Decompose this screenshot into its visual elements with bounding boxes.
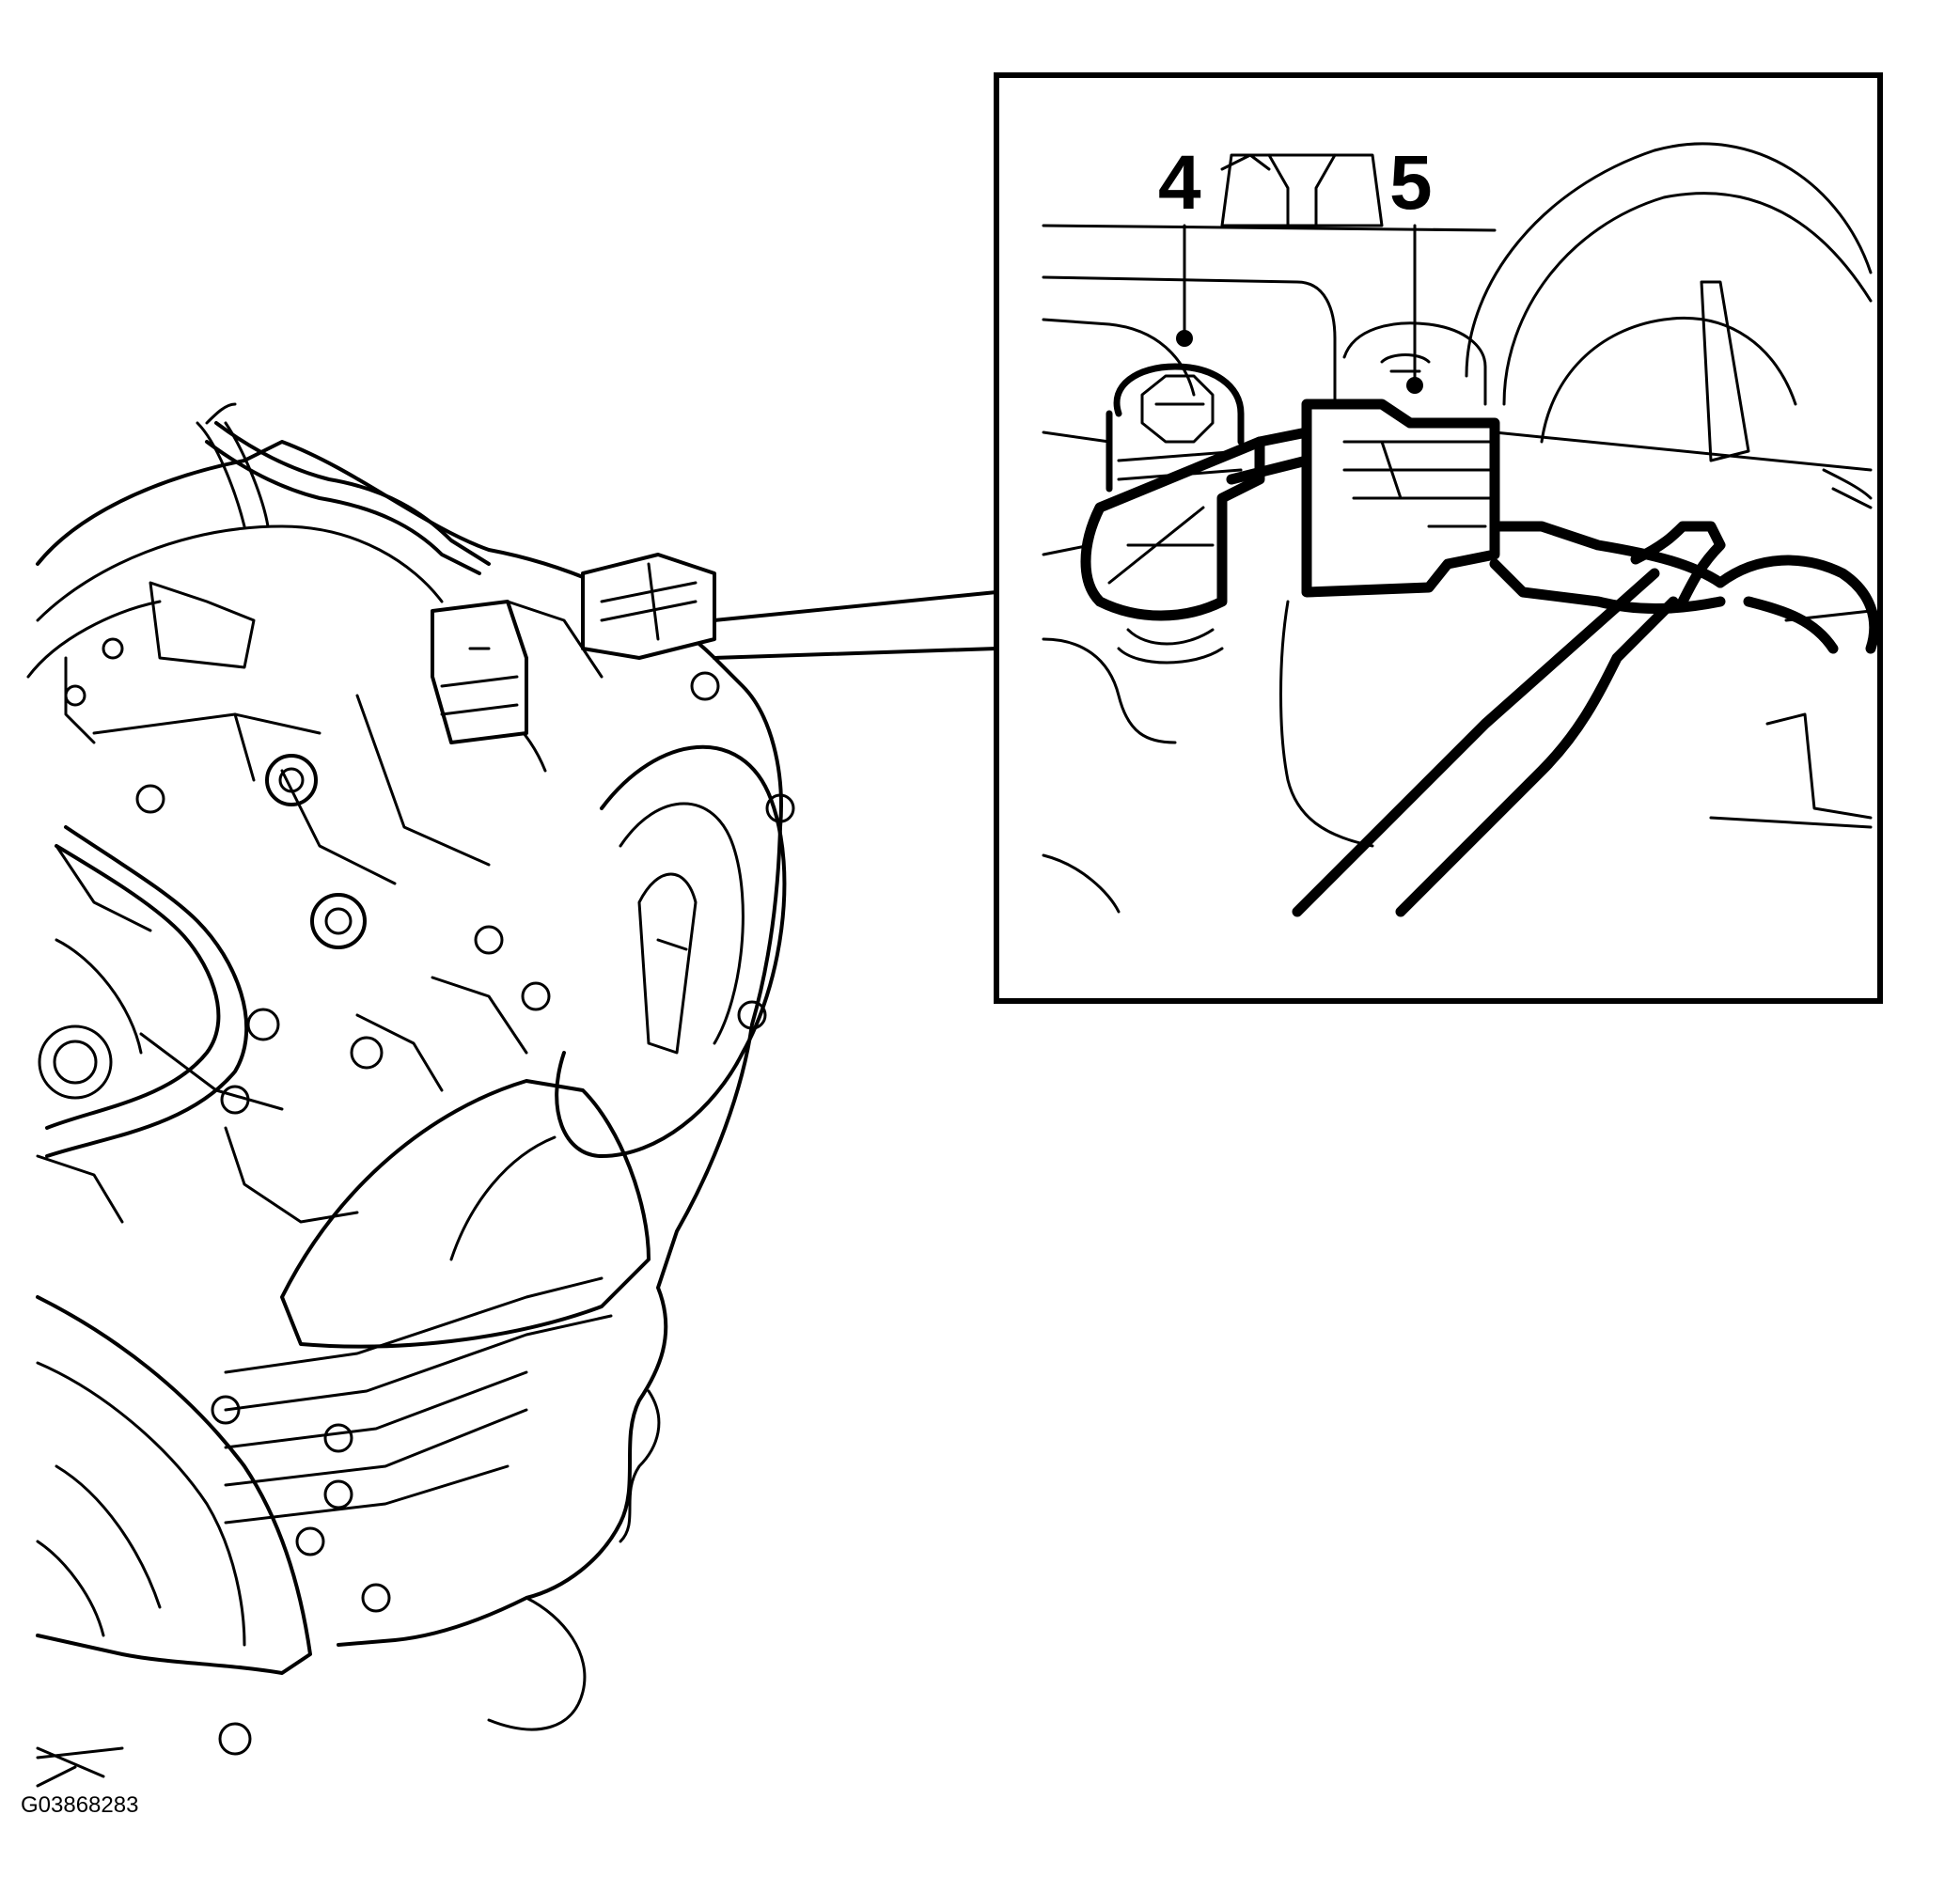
detail-inset bbox=[994, 72, 1883, 1004]
detail-leader-lines bbox=[713, 590, 998, 660]
callout-4-dot bbox=[1176, 330, 1193, 347]
callout-label-4: 4 bbox=[1158, 140, 1201, 226]
callout-5-dot bbox=[1406, 377, 1423, 394]
callout-markers bbox=[1176, 224, 1423, 394]
inset-frame bbox=[994, 72, 1883, 1004]
transmission-housing bbox=[26, 402, 795, 1788]
callout-label-5: 5 bbox=[1389, 140, 1433, 226]
figure-id: G03868283 bbox=[21, 1792, 138, 1818]
connector-on-housing bbox=[431, 553, 716, 744]
